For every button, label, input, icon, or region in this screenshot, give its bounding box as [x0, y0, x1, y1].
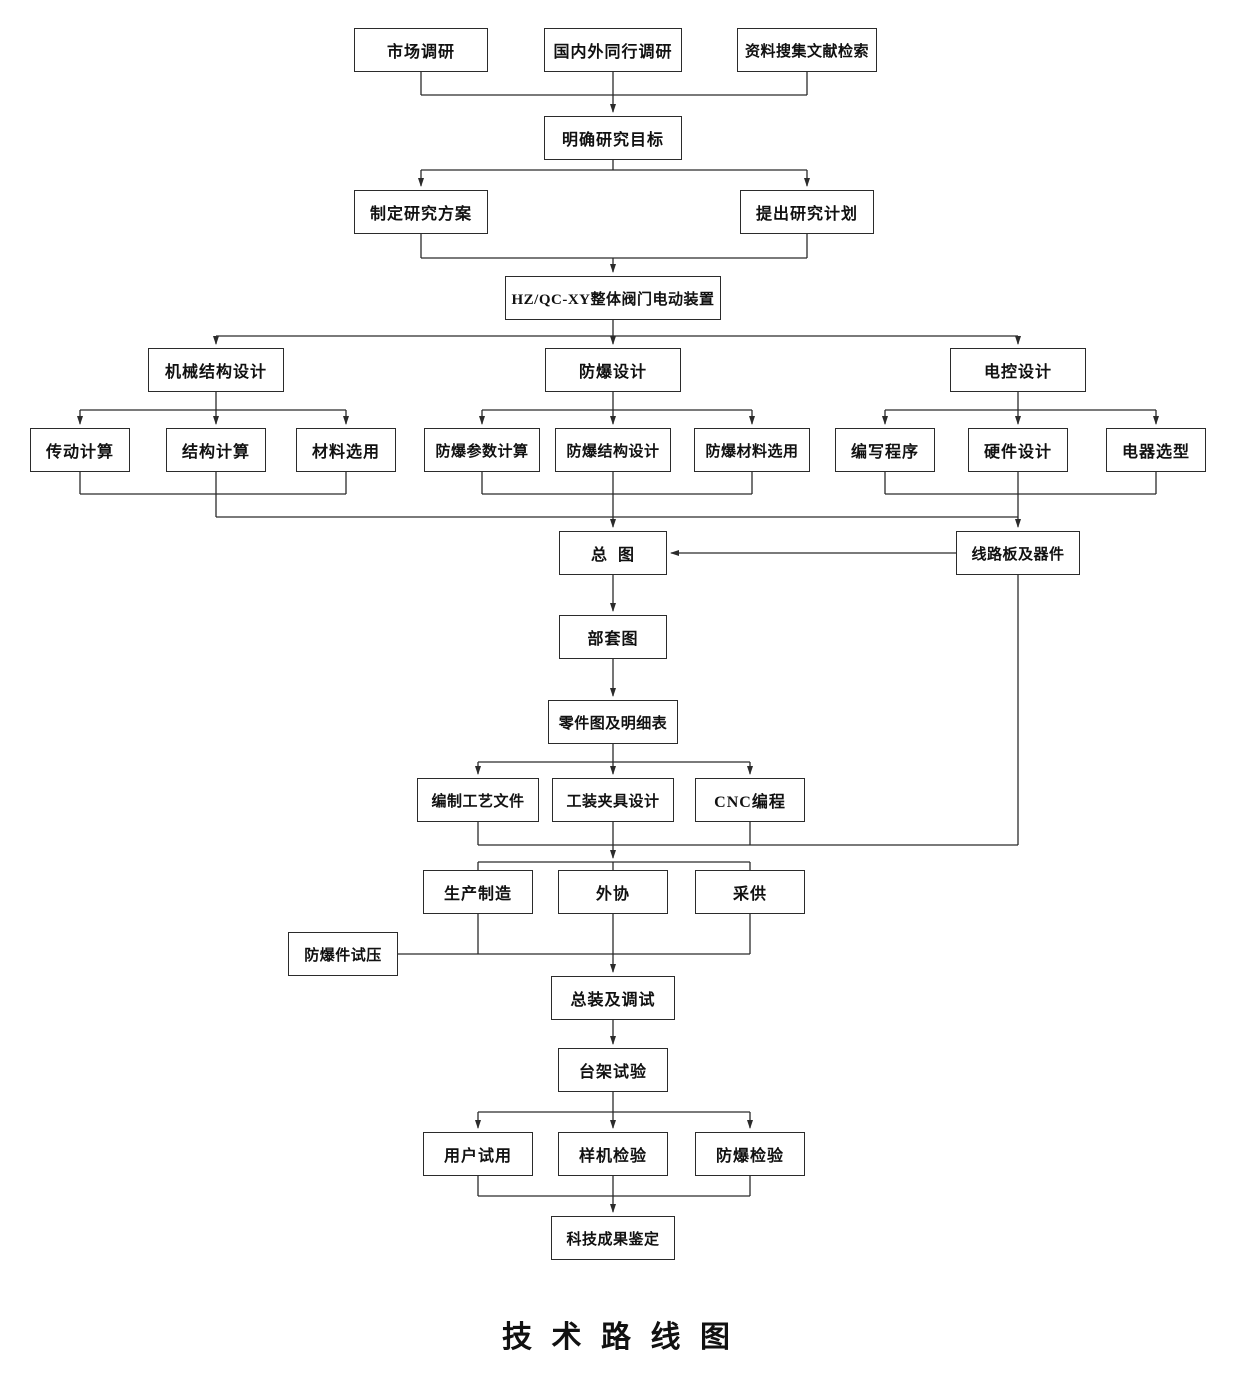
node-part-drawings-bom: 零件图及明细表: [548, 700, 678, 744]
node-procurement: 采供: [695, 870, 805, 914]
node-market-survey: 市场调研: [354, 28, 488, 72]
node-user-trial: 用户试用: [423, 1132, 533, 1176]
node-outsourcing: 外协: [558, 870, 668, 914]
node-explosionproof-structure-design: 防爆结构设计: [555, 428, 671, 472]
node-explosionproof-material-selection: 防爆材料选用: [694, 428, 810, 472]
node-general-drawing: 总 图: [559, 531, 667, 575]
node-literature-search: 资料搜集文献检索: [737, 28, 877, 72]
node-achievement-appraisal: 科技成果鉴定: [551, 1216, 675, 1260]
node-explosionproof-inspection: 防爆检验: [695, 1132, 805, 1176]
node-prototype-inspection: 样机检验: [558, 1132, 668, 1176]
node-explosionproof-design: 防爆设计: [545, 348, 681, 392]
node-electrical-selection: 电器选型: [1106, 428, 1206, 472]
diagram-title: 技 术 路 线 图: [502, 1321, 736, 1354]
node-fixture-design: 工装夹具设计: [552, 778, 674, 822]
node-programming: 编写程序: [835, 428, 935, 472]
node-research-plan: 制定研究方案: [354, 190, 488, 234]
node-mechanical-design: 机械结构设计: [148, 348, 284, 392]
node-cnc-programming: CNC编程: [695, 778, 805, 822]
node-material-selection: 材料选用: [296, 428, 396, 472]
node-final-assembly-debugging: 总装及调试: [551, 976, 675, 1020]
node-research-goal: 明确研究目标: [544, 116, 682, 160]
node-bench-test: 台架试验: [558, 1048, 668, 1092]
node-peer-survey: 国内外同行调研: [544, 28, 682, 72]
node-subassembly-drawing: 部套图: [559, 615, 667, 659]
node-explosionproof-parameter-calculation: 防爆参数计算: [424, 428, 540, 472]
node-electric-control-design: 电控设计: [950, 348, 1086, 392]
node-process-documents: 编制工艺文件: [417, 778, 539, 822]
node-explosionproof-pressure-test: 防爆件试压: [288, 932, 398, 976]
node-manufacturing: 生产制造: [423, 870, 533, 914]
node-drive-calculation: 传动计算: [30, 428, 130, 472]
node-product: HZ/QC-XY整体阀门电动装置: [505, 276, 721, 320]
node-circuit-board-components: 线路板及器件: [956, 531, 1080, 575]
node-structure-calculation: 结构计算: [166, 428, 266, 472]
node-research-schedule: 提出研究计划: [740, 190, 874, 234]
node-hardware-design: 硬件设计: [968, 428, 1068, 472]
